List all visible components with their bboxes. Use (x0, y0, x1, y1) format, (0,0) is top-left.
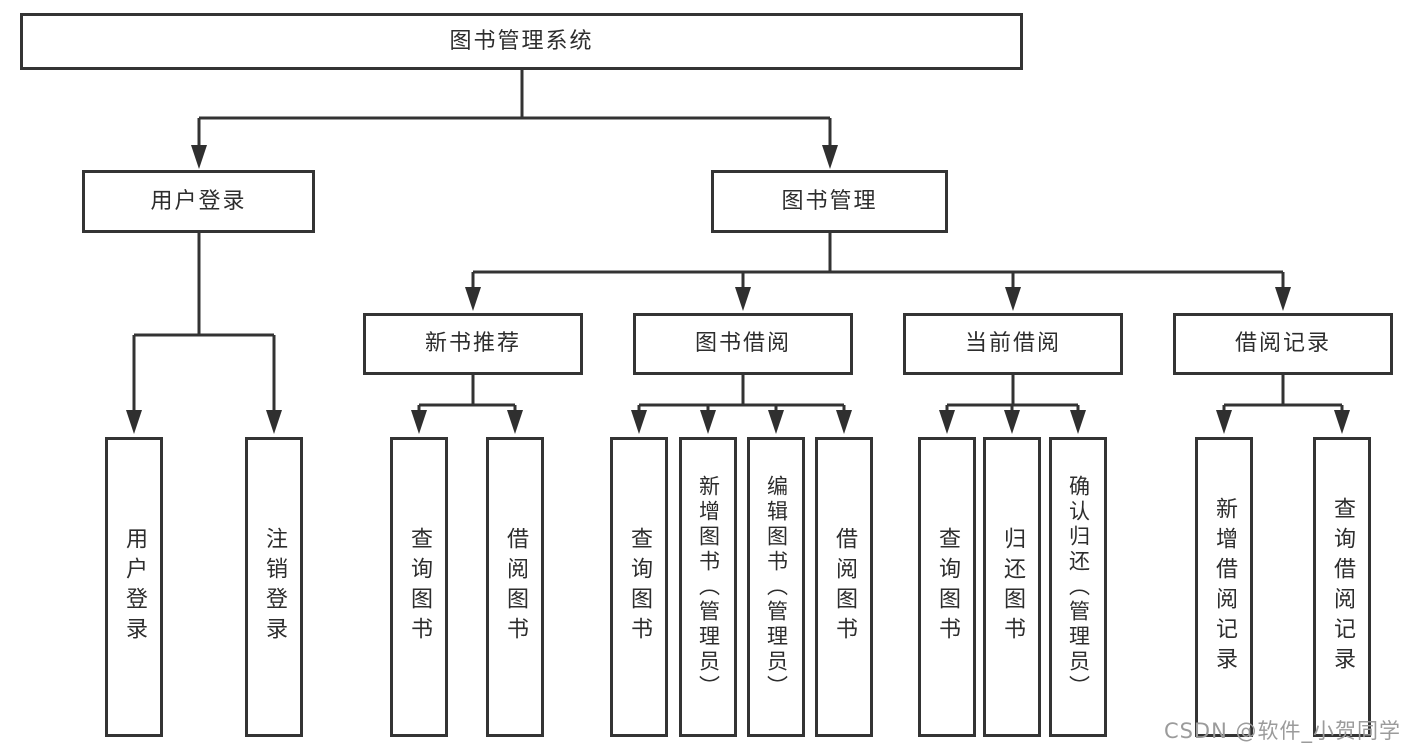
node-borrowing-records: 借阅记录 (1173, 313, 1393, 375)
leaf-query-books: 查询图书 (390, 437, 448, 737)
leaf-add-books-admin: 新增图书（管理员） (679, 437, 737, 737)
leaf-return-books: 归还图书 (983, 437, 1041, 737)
node-user-login: 用户登录 (82, 170, 315, 233)
leaf-borrow-books: 借阅图书 (815, 437, 873, 737)
node-new-book-recommend: 新书推荐 (363, 313, 583, 375)
node-book-management: 图书管理 (711, 170, 948, 233)
csdn-watermark: CSDN @软件_小贺同学 (1163, 719, 1401, 743)
leaf-add-borrow-record: 新增借阅记录 (1195, 437, 1253, 737)
leaf-user-login: 用户登录 (105, 437, 163, 737)
leaf-query-borrow-record: 查询借阅记录 (1313, 437, 1371, 737)
leaf-borrow-books: 借阅图书 (486, 437, 544, 737)
leaf-edit-books-admin: 编辑图书（管理员） (747, 437, 805, 737)
node-current-borrowing: 当前借阅 (903, 313, 1123, 375)
leaf-query-books: 查询图书 (918, 437, 976, 737)
arrowhead-icons (126, 145, 1350, 434)
leaf-query-books: 查询图书 (610, 437, 668, 737)
leaf-user-logout: 注销登录 (245, 437, 303, 737)
node-book-borrowing: 图书借阅 (633, 313, 853, 375)
leaf-confirm-return-admin: 确认归还（管理员） (1049, 437, 1107, 737)
node-root-system: 图书管理系统 (20, 13, 1023, 70)
